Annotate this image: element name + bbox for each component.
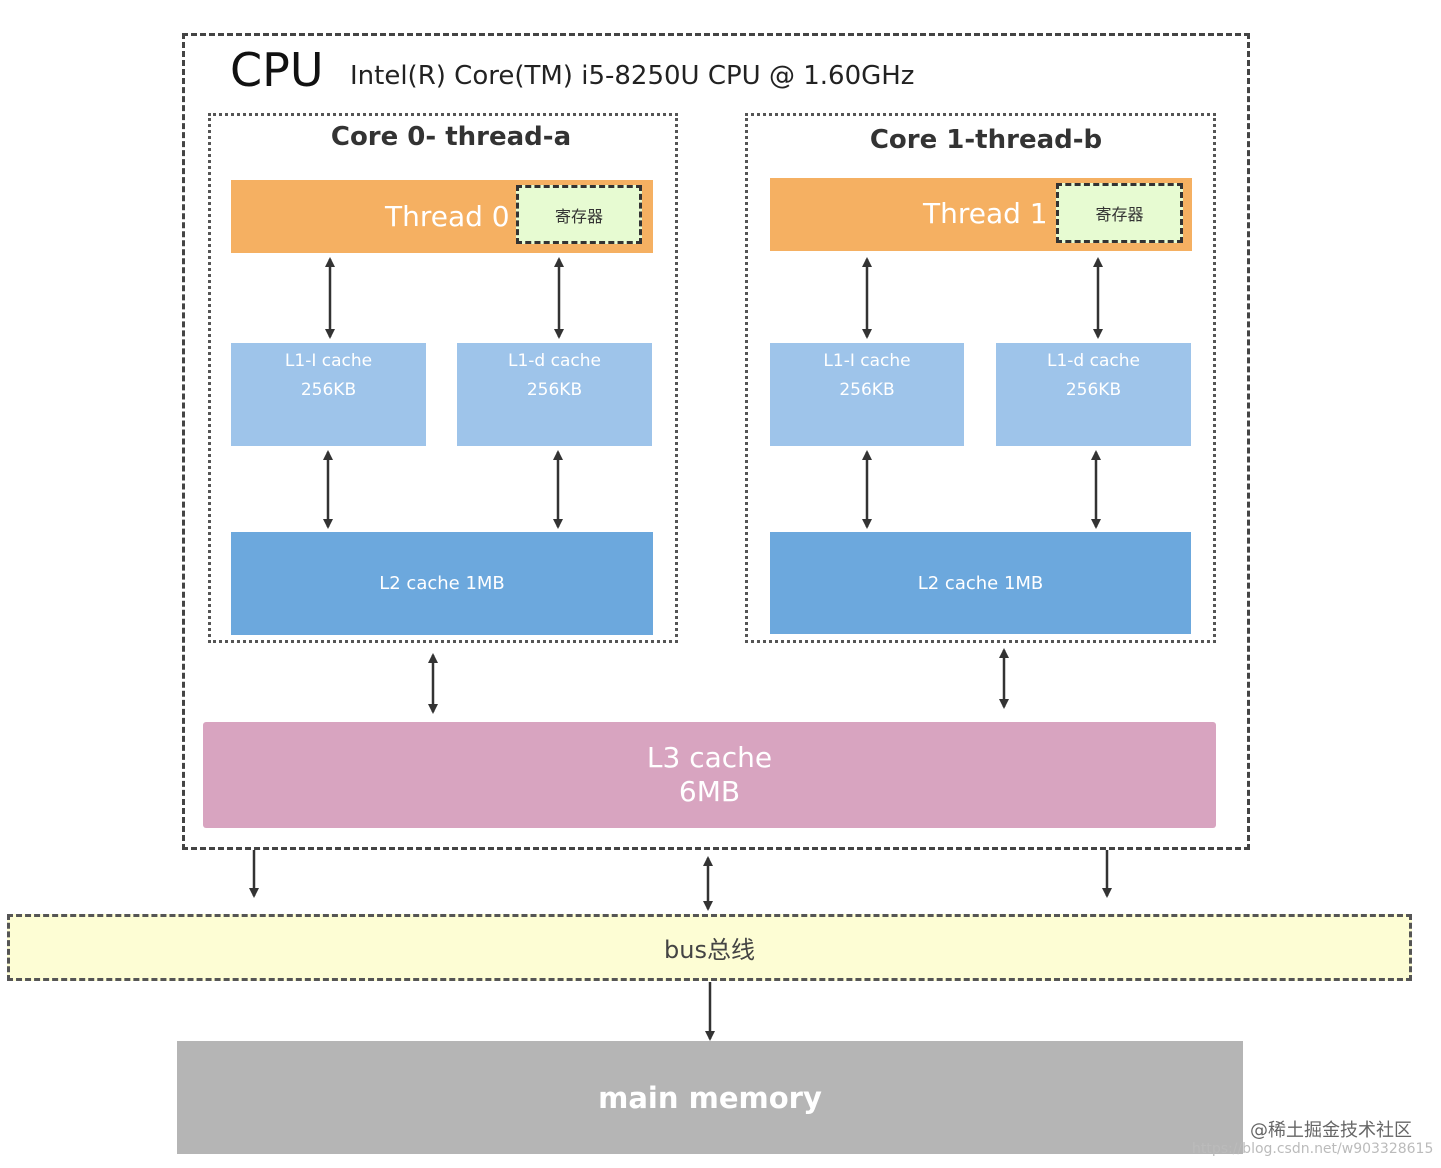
core-1-l1i-size: 256KB — [839, 380, 895, 400]
cpu-title: CPU — [230, 43, 324, 97]
watermark-credit: @稀土掘金技术社区 — [1250, 1120, 1412, 1141]
watermark-url: https://blog.csdn.net/w903328615 — [1192, 1141, 1434, 1157]
core-0-l1i-size: 256KB — [300, 380, 357, 400]
cpu-model: Intel(R) Core(TM) i5-8250U CPU @ 1.60GHz — [350, 61, 915, 91]
cpu-container — [182, 33, 1250, 850]
core-0-l1d-name: L1-d cache — [508, 351, 601, 371]
core-0-box — [208, 113, 678, 643]
core-0-l2-cache: L2 cache 1MB — [231, 532, 653, 635]
core-0-l1i-cache: L1-I cache 256KB — [231, 343, 426, 446]
core-1-box — [745, 113, 1216, 643]
core-1-l2-cache: L2 cache 1MB — [770, 532, 1191, 634]
l3-cache-size: 6MB — [678, 775, 741, 808]
core-1-l1d-size: 256KB — [1065, 380, 1122, 400]
core-1-l1d-cache: L1-d cache 256KB — [996, 343, 1191, 446]
core-1-l1i-name: L1-I cache — [823, 351, 911, 371]
core-1-title: Core 1-thread-b — [869, 125, 1103, 155]
core-1-l1i-cache: L1-I cache 256KB — [770, 343, 964, 446]
core-0-l1d-cache: L1-d cache 256KB — [457, 343, 652, 446]
core-0-thread-label: Thread 0 — [385, 200, 510, 233]
core-0-l1d-size: 256KB — [526, 380, 583, 400]
l3-cache: L3 cache 6MB — [203, 722, 1216, 828]
core-0-title: Core 0- thread-a — [330, 122, 572, 152]
l3-cache-name: L3 cache — [646, 741, 773, 774]
core-0-l1i-name: L1-I cache — [284, 351, 373, 371]
core-1-thread-label: Thread 1 — [923, 197, 1048, 230]
core-0-register: 寄存器 — [516, 185, 642, 244]
main-memory: main memory — [177, 1041, 1243, 1154]
core-1-register: 寄存器 — [1056, 183, 1183, 243]
bus: bus总线 — [7, 914, 1412, 981]
core-1-l1d-name: L1-d cache — [1047, 351, 1140, 371]
